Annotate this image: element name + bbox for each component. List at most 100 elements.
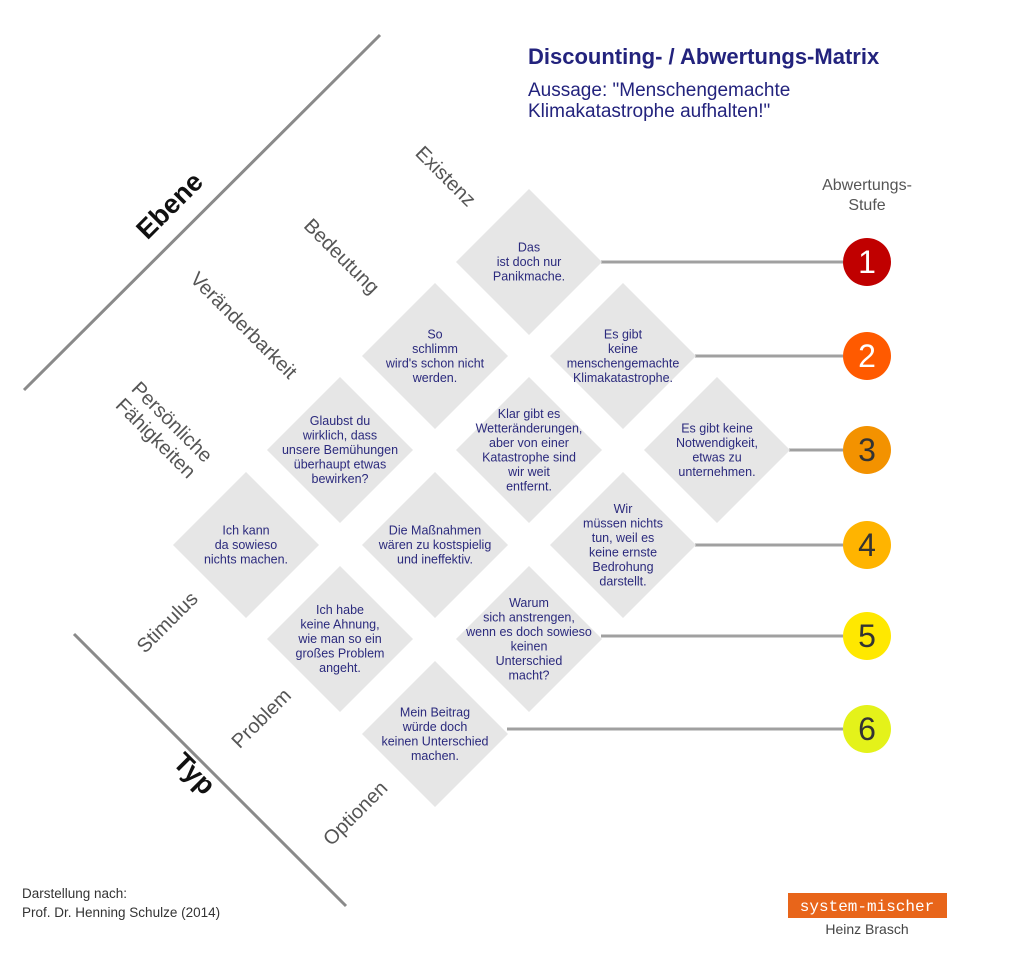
cell-text-line: Das: [518, 241, 540, 255]
cell-text-line: Die Maßnahmen: [389, 524, 481, 538]
ebene-label-existenz: Existenz: [411, 142, 480, 211]
level-marker-2: 2: [843, 332, 891, 380]
cell-text-line: wirklich, dass: [302, 429, 377, 443]
level-marker-6: 6: [843, 705, 891, 753]
ebene-axis-line: [22, 33, 382, 392]
cell-text-line: Notwendigkeit,: [676, 436, 758, 450]
cell-text-line: angeht.: [319, 661, 361, 675]
cell-diamond: [456, 377, 602, 523]
cell-text-line: und ineffektiv.: [397, 553, 473, 567]
cell-diamond: [267, 377, 413, 523]
cell-text-line: Wir: [614, 502, 633, 516]
level-number: 2: [858, 338, 876, 374]
cell-diamond: [362, 283, 508, 429]
cell-text-line: keine ernste: [589, 545, 657, 559]
cell-text-line: So: [427, 327, 442, 341]
level-header-line-2: Stufe: [848, 197, 885, 214]
cell-text-line: Es gibt keine: [681, 421, 753, 435]
level-number: 4: [858, 527, 876, 563]
cell-text-line: Es gibt: [604, 327, 643, 341]
cell-text-line: wird's schon nicht: [385, 356, 485, 370]
cell-text-line: Ich kann: [222, 524, 269, 538]
cell-diamond: [173, 472, 319, 618]
level-marker-3: 3: [843, 426, 891, 474]
cell-text-line: Klar gibt es: [498, 407, 561, 421]
typ-label-optionen: Optionen: [319, 777, 392, 850]
cell-text-line: Panikmache.: [493, 270, 565, 284]
ebene-label-bedeutung: Bedeutung: [299, 215, 383, 299]
cell-text-line: Bedrohung: [592, 560, 653, 574]
cell-text-line: wären zu kostspielig: [378, 538, 492, 552]
statement-line-2: Klimakatastrophe aufhalten!": [528, 101, 770, 122]
cell-diamond: [550, 472, 696, 618]
cell-text-line: etwas zu: [692, 450, 741, 464]
cell-text-line: keine Ahnung,: [300, 618, 379, 632]
cell-text-line: bewirken?: [312, 472, 369, 486]
cell-text-line: unternehmen.: [678, 465, 755, 479]
statement-line-1: Aussage: "Menschengemachte: [528, 80, 790, 101]
level-circle: [843, 612, 891, 660]
cell-text-line: ist doch nur: [497, 255, 562, 269]
cell-text-line: wie man so ein: [297, 632, 381, 646]
cell-text-line: müssen nichts: [583, 516, 663, 530]
cell-text-line: entfernt.: [506, 479, 552, 493]
cell-text-line: nichts machen.: [204, 553, 288, 567]
level-circle: [843, 521, 891, 569]
cell-diamond: [644, 377, 790, 523]
level-number: 6: [858, 711, 876, 747]
cell-text-line: Mein Beitrag: [400, 705, 470, 719]
level-connectors: [507, 260, 843, 731]
author-name: Heinz Brasch: [825, 921, 908, 937]
typ-label-problem: Problem: [228, 685, 296, 753]
cell-text-line: tun, weil es: [592, 531, 655, 545]
cell-text-line: sich anstrengen,: [483, 610, 575, 624]
ebene-axis-title: Ebene: [130, 166, 209, 245]
level-marker-5: 5: [843, 612, 891, 660]
level-circle: [843, 332, 891, 380]
ebene-label-veraenderbarkeit: Veränderbarkeit: [186, 268, 302, 384]
cell-text-line: da sowieso: [215, 538, 278, 552]
cell-text-line: Glaubst du: [310, 414, 371, 428]
cell-text-line: überhaupt etwas: [294, 458, 386, 472]
cell-text-line: machen.: [411, 749, 459, 763]
cell-diamond: [456, 566, 602, 712]
level-header-line-1: Abwertungs-: [822, 177, 912, 194]
cell-text-line: werden.: [412, 371, 457, 385]
cell-text-line: Klimakatastrophe.: [573, 371, 673, 385]
cell-text-line: würde doch: [402, 720, 468, 734]
matrix-title: Discounting- / Abwertungs-Matrix: [528, 44, 880, 69]
cell-text-line: keine: [608, 342, 638, 356]
ebene-label-faehigkeiten: Persönliche Fähigkeiten: [111, 378, 216, 483]
brand-logo-box: [788, 893, 947, 918]
level-circle: [843, 238, 891, 286]
cell-text-line: unsere Bemühungen: [282, 443, 398, 457]
cell-text-line: schlimm: [412, 342, 458, 356]
level-circle: [843, 705, 891, 753]
cell-text-line: wir weit: [507, 465, 550, 479]
brand-logo-text: system-mischer: [800, 898, 934, 916]
cell-text-line: darstellt.: [599, 574, 646, 588]
level-marker-1: 1: [843, 238, 891, 286]
level-circle: [843, 426, 891, 474]
credit-line-2: Prof. Dr. Henning Schulze (2014): [22, 905, 220, 920]
credit-line-1: Darstellung nach:: [22, 886, 127, 901]
cell-text-line: macht?: [509, 668, 550, 682]
cell-text-line: menschengemachte: [567, 356, 680, 370]
cell-text-line: großes Problem: [296, 647, 385, 661]
typ-axis-line: [72, 632, 348, 908]
matrix-cell-existenz-problem: Es gibtkeinemenschengemachteKlimakatastr…: [550, 283, 696, 429]
cell-diamond: [362, 661, 508, 807]
cell-text-line: aber von einer: [489, 436, 569, 450]
